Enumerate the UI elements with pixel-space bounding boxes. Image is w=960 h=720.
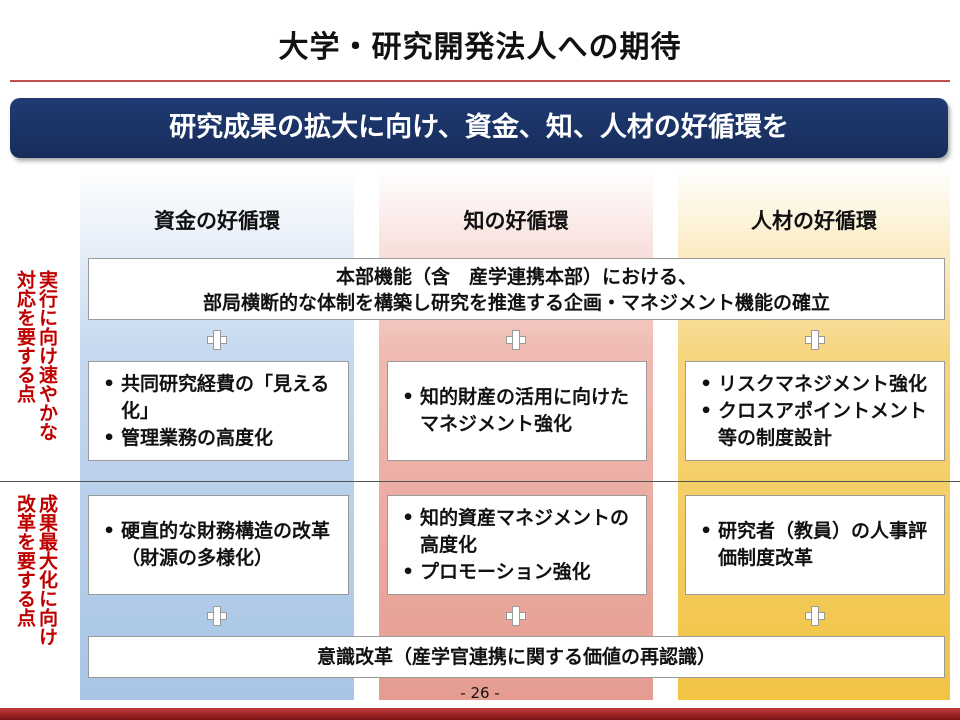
side-label-line: 成果最大化に向け: [36, 494, 58, 646]
list-item: リスクマネジメント強化: [696, 371, 934, 398]
list-item: 知的資産マネジメントの高度化: [398, 505, 636, 559]
cell-knowledge-reform: 知的資産マネジメントの高度化 プロモーション強化: [387, 495, 647, 595]
footer-bar: [0, 708, 960, 720]
cell-knowledge-immediate: 知的財産の活用に向けたマネジメント強化: [387, 361, 647, 461]
section-divider: [0, 481, 960, 482]
headquarters-function-box: 本部機能（含 産学連携本部）における、 部局横断的な体制を構築し研究を推進する企…: [88, 258, 945, 320]
plus-icon: [207, 606, 227, 626]
list-item: 共同研究経費の「見える化」: [99, 371, 338, 425]
page-title: 大学・研究開発法人への期待: [278, 30, 682, 65]
plus-icon: [207, 330, 227, 350]
box-text-line: 部局横断的な体制を構築し研究を推進する企画・マネジメント機能の確立: [202, 292, 830, 314]
list-item: プロモーション強化: [398, 559, 636, 586]
plus-icon: [805, 330, 825, 350]
list-item: 硬直的な財務構造の改革（財源の多様化）: [99, 518, 338, 572]
list-item: 管理業務の高度化: [99, 425, 338, 452]
list-item: クロスアポイントメント等の制度設計: [696, 398, 934, 452]
column-heading-talent: 人材の好循環: [751, 209, 877, 233]
column-heading-funds: 資金の好循環: [154, 209, 280, 233]
list-item: 研究者（教員）の人事評価制度改革: [696, 518, 934, 572]
title-divider: [10, 80, 950, 82]
plus-icon: [805, 606, 825, 626]
column-heading-knowledge: 知の好循環: [463, 209, 569, 233]
box-text-line: 本部機能（含 産学連携本部）における、: [335, 266, 697, 288]
theme-banner: 研究成果の拡大に向け、資金、知、人材の好循環を: [10, 98, 948, 158]
cell-funds-immediate: 共同研究経費の「見える化」 管理業務の高度化: [88, 361, 349, 461]
page-number: - 26 -: [460, 684, 500, 702]
side-label-line: 改革を要する点: [14, 494, 36, 627]
cell-talent-reform: 研究者（教員）の人事評価制度改革: [685, 495, 945, 595]
side-label-reform: 成果最大化に向け 改革を要する点: [14, 494, 58, 684]
list-item: 知的財産の活用に向けたマネジメント強化: [398, 384, 636, 438]
mindset-reform-box: 意識改革（産学官連携に関する価値の再認識）: [88, 636, 945, 678]
side-label-immediate: 実行に向け速やかな 対応を要する点: [14, 270, 58, 470]
side-label-line: 実行に向け速やかな: [36, 270, 58, 441]
cell-funds-reform: 硬直的な財務構造の改革（財源の多様化）: [88, 495, 349, 595]
plus-icon: [506, 330, 526, 350]
plus-icon: [506, 606, 526, 626]
cell-talent-immediate: リスクマネジメント強化 クロスアポイントメント等の制度設計: [685, 361, 945, 461]
side-label-line: 対応を要する点: [14, 270, 36, 403]
